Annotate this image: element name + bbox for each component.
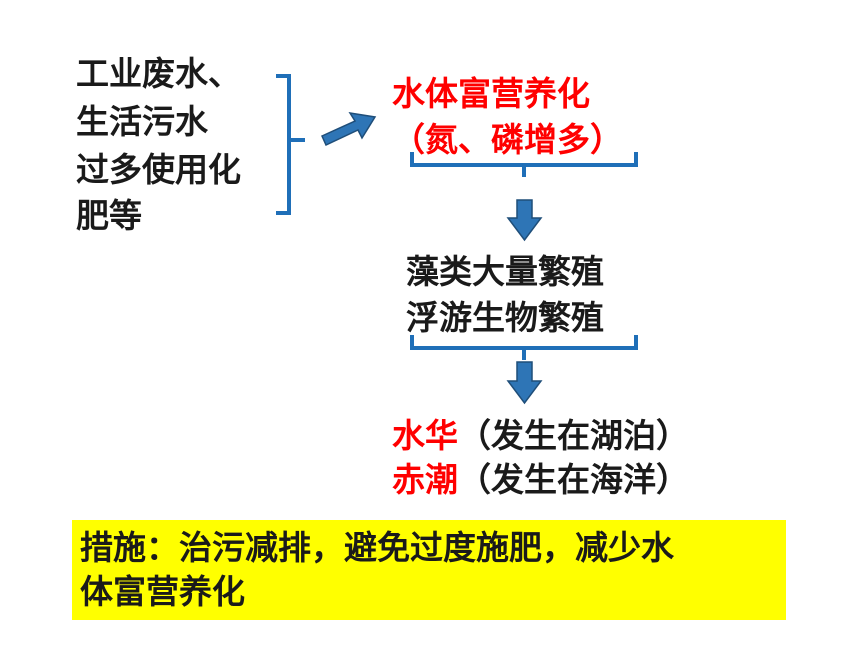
eutrophication-bracket bbox=[410, 152, 638, 177]
down-arrow-icon bbox=[506, 361, 543, 405]
outcome-note: （发生在海洋） bbox=[458, 460, 689, 499]
measures-line: 措施：治污减排，避免过度施肥，减少水 bbox=[80, 528, 674, 567]
cause-line: 生活污水 bbox=[76, 102, 208, 141]
eutrophication-title: 水体富营养化 bbox=[392, 74, 590, 113]
outcome-note: （发生在湖泊） bbox=[458, 416, 689, 455]
cause-line: 肥等 bbox=[76, 196, 142, 235]
eutrophication-detail: （氮、磷增多） bbox=[392, 120, 623, 159]
outcome-red-tide: 赤潮（发生在海洋） bbox=[392, 458, 689, 502]
causes-bracket bbox=[276, 74, 305, 215]
cause-line: 工业废水、 bbox=[76, 54, 241, 93]
outcome-term: 赤潮 bbox=[392, 460, 458, 499]
outcome-water-bloom: 水华（发生在湖泊） bbox=[392, 414, 689, 458]
measures-line: 体富营养化 bbox=[80, 572, 245, 611]
right-arrow-icon bbox=[321, 111, 377, 147]
outcome-term: 水华 bbox=[392, 416, 458, 455]
down-arrow-icon bbox=[506, 199, 543, 242]
cause-line: 过多使用化 bbox=[76, 150, 241, 189]
measures-box: 措施：治污减排，避免过度施肥，减少水 体富营养化 bbox=[72, 520, 786, 620]
growth-bracket bbox=[410, 335, 638, 360]
growth-line: 浮游生物繁殖 bbox=[406, 298, 604, 337]
growth-line: 藻类大量繁殖 bbox=[406, 252, 604, 291]
